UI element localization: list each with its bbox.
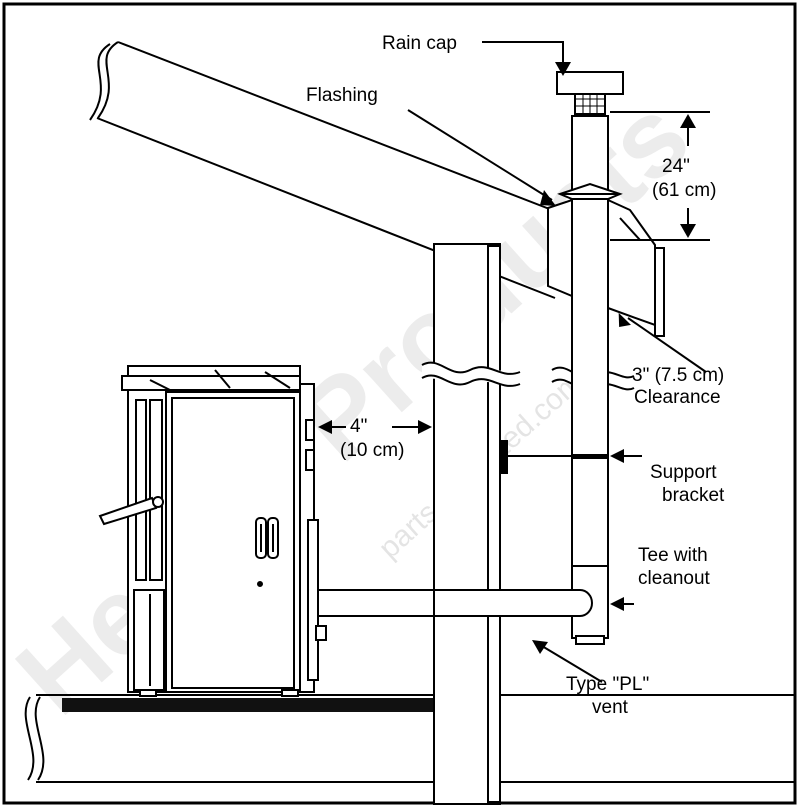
vent-label-line2: vent bbox=[592, 697, 629, 718]
clearance-word-label: Clearance bbox=[634, 387, 721, 408]
clearance-dimension-label: 3" (7.5 cm) bbox=[632, 365, 724, 386]
rain-cap bbox=[556, 71, 624, 95]
height-cm-label: (61 cm) bbox=[652, 180, 716, 201]
flashing bbox=[547, 182, 656, 327]
wall-stud bbox=[433, 243, 501, 805]
height-inches-label: 24" bbox=[662, 156, 690, 177]
vent-label-line1: Type "PL" bbox=[566, 674, 649, 695]
floor bbox=[24, 694, 795, 783]
support-bracket bbox=[500, 440, 608, 474]
leader-lines bbox=[326, 41, 710, 683]
horizontal-vent-pipe bbox=[317, 589, 593, 617]
support-label-line2: bracket bbox=[662, 485, 725, 506]
hearth-pad bbox=[62, 698, 434, 712]
pellet-stove bbox=[98, 365, 327, 697]
labels: Rain cap Flashing 24" (61 cm) 3" (7.5 cm… bbox=[306, 33, 725, 718]
wall-gap-inches-label: 4" bbox=[350, 416, 367, 437]
wall-gap-cm-label: (10 cm) bbox=[340, 440, 404, 461]
support-label-line1: Support bbox=[650, 462, 717, 483]
flashing-label: Flashing bbox=[306, 85, 378, 106]
storm-plate bbox=[654, 247, 665, 337]
tee-label-line1: Tee with bbox=[638, 545, 708, 566]
chimney-pipe bbox=[571, 91, 609, 637]
arrowheads bbox=[318, 62, 696, 654]
tee-label-line2: cleanout bbox=[638, 568, 711, 589]
rain-cap-label: Rain cap bbox=[382, 33, 457, 54]
